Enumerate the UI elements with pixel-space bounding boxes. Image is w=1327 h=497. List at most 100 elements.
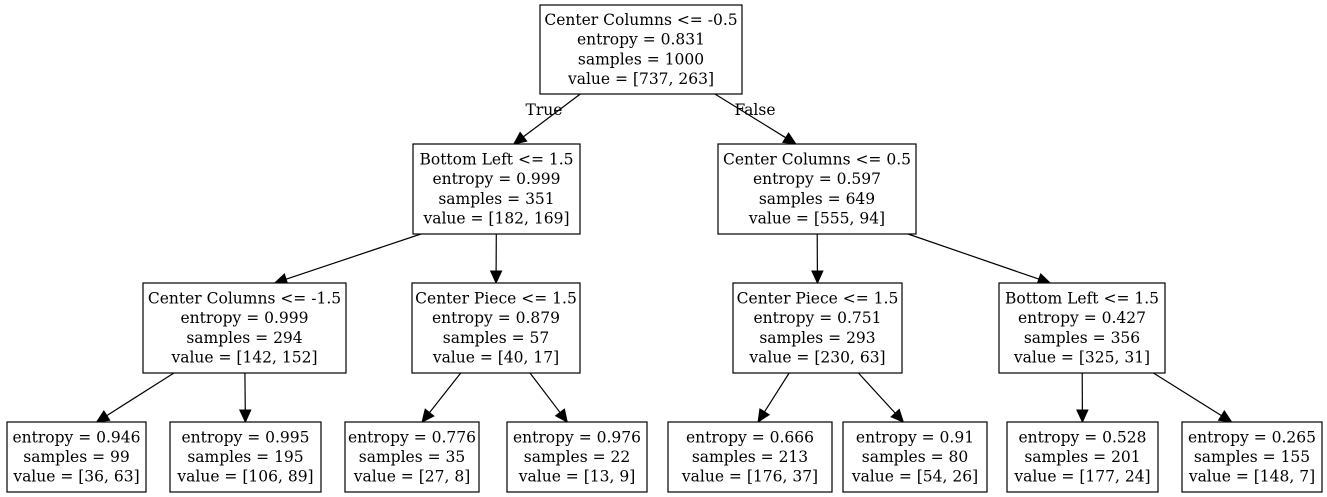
node-text-line: Center Piece <= 1.5 <box>737 290 899 308</box>
tree-edge <box>429 372 462 413</box>
node-text-line: Center Columns <= -1.5 <box>148 290 341 308</box>
node-box <box>142 282 347 374</box>
node-text-line: entropy = 0.995 <box>181 428 309 446</box>
node-text-line: value = [54, 26] <box>851 468 978 486</box>
tree-edge <box>858 372 896 414</box>
node-text-line: Bottom Left <= 1.5 <box>419 151 573 169</box>
node-text-line: value = [13, 9] <box>518 468 636 486</box>
node-text-line: Center Piece <= 1.5 <box>415 290 577 308</box>
node-text-line: value = [230, 63] <box>748 348 885 366</box>
edge-arrowhead <box>1217 410 1233 423</box>
tree-edge <box>523 93 581 138</box>
node-text-line: value = [40, 17] <box>432 348 559 366</box>
node-text-line: samples = 1000 <box>578 50 704 68</box>
node-text-line: samples = 99 <box>23 448 129 466</box>
node-box <box>6 421 147 493</box>
node-text-line: entropy = 0.879 <box>432 309 560 327</box>
node-text-line: samples = 649 <box>759 190 875 208</box>
node-box <box>506 421 648 493</box>
edge-arrowhead <box>512 131 528 145</box>
node-text-line: value = [176, 37] <box>681 468 818 486</box>
node-box <box>169 421 322 493</box>
edge-arrowhead <box>890 408 905 423</box>
node-text-line: entropy = 0.265 <box>1188 428 1316 446</box>
node-box <box>732 282 903 374</box>
node-box <box>411 282 581 374</box>
false-branch-label: False <box>734 101 775 119</box>
node-text-line: entropy = 0.999 <box>180 309 308 327</box>
edge-arrowhead <box>811 270 824 285</box>
node-text-line: value = [182, 169] <box>422 209 569 227</box>
tree-edge <box>764 372 790 413</box>
node-text-line: Bottom Left <= 1.5 <box>1005 290 1159 308</box>
true-branch-label: True <box>526 101 563 119</box>
node-text-line: samples = 356 <box>1024 329 1140 347</box>
node-text-line: samples = 35 <box>359 448 465 466</box>
tree-edge <box>106 372 175 417</box>
node-text-line: value = [148, 7] <box>1188 468 1315 486</box>
node-text-line: value = [177, 24] <box>1013 468 1150 486</box>
node-text-line: entropy = 0.776 <box>348 428 476 446</box>
edge-arrowhead <box>757 408 771 424</box>
node-text-line: samples = 22 <box>524 448 630 466</box>
node-text-line: entropy = 0.999 <box>432 170 560 188</box>
node-text-line: samples = 351 <box>438 190 554 208</box>
node-text-line: entropy = 0.597 <box>753 170 881 188</box>
node-box <box>842 421 988 493</box>
tree-edges <box>95 93 1233 424</box>
edge-arrowhead <box>781 132 797 145</box>
node-box <box>344 421 480 493</box>
tree-edge <box>285 233 422 280</box>
edge-arrowhead <box>554 408 569 423</box>
node-box <box>717 143 917 235</box>
tree-leaf-node: entropy = 0.776 samples = 35 value = [27, … <box>344 421 480 493</box>
node-text-line: value = [555, 94] <box>748 209 885 227</box>
edge-arrowhead <box>238 409 252 424</box>
node-text-line: samples = 80 <box>862 448 968 466</box>
node-text-line: entropy = 0.751 <box>753 309 881 327</box>
node-text-line: samples = 294 <box>186 329 302 347</box>
node-text-line: value = [142, 152] <box>170 348 317 366</box>
node-box <box>1181 421 1323 493</box>
node-box <box>1006 421 1159 493</box>
node-text-line: Center Columns <= 0.5 <box>723 151 911 169</box>
node-text-line: value = [325, 31] <box>1013 348 1150 366</box>
edge-arrowhead <box>489 270 503 285</box>
node-text-line: entropy = 0.946 <box>12 428 140 446</box>
node-box <box>667 421 833 493</box>
tree-edge <box>529 372 561 413</box>
tree-edge <box>1153 372 1222 417</box>
tree-leaf-node: entropy = 0.976 samples = 22 value = [13, … <box>506 421 648 493</box>
tree-edge <box>714 93 786 139</box>
node-text-line: value = [36, 63] <box>12 468 139 486</box>
node-text-line: value = [737, 263] <box>567 70 714 88</box>
node-text-line: value = [27, 8] <box>353 468 471 486</box>
tree-leaf-node: entropy = 0.528 samples = 201 value = [177… <box>1006 421 1159 493</box>
edge-labels: True False <box>526 101 776 119</box>
node-text-line: entropy = 0.528 <box>1018 428 1146 446</box>
edge-arrowhead <box>1076 409 1089 424</box>
node-text-line: samples = 201 <box>1024 448 1140 466</box>
node-text-line: entropy = 0.976 <box>513 428 641 446</box>
node-text-line: samples = 57 <box>443 329 549 347</box>
node-box <box>998 282 1166 374</box>
node-text-line: entropy = 0.666 <box>686 428 814 446</box>
tree-edge <box>907 233 1040 280</box>
node-text-line: samples = 293 <box>759 329 875 347</box>
node-text-line: entropy = 0.427 <box>1018 309 1146 327</box>
node-text-line: entropy = 0.831 <box>577 31 705 49</box>
edge-arrowhead <box>95 410 111 423</box>
node-text-line: value = [106, 89] <box>176 468 313 486</box>
